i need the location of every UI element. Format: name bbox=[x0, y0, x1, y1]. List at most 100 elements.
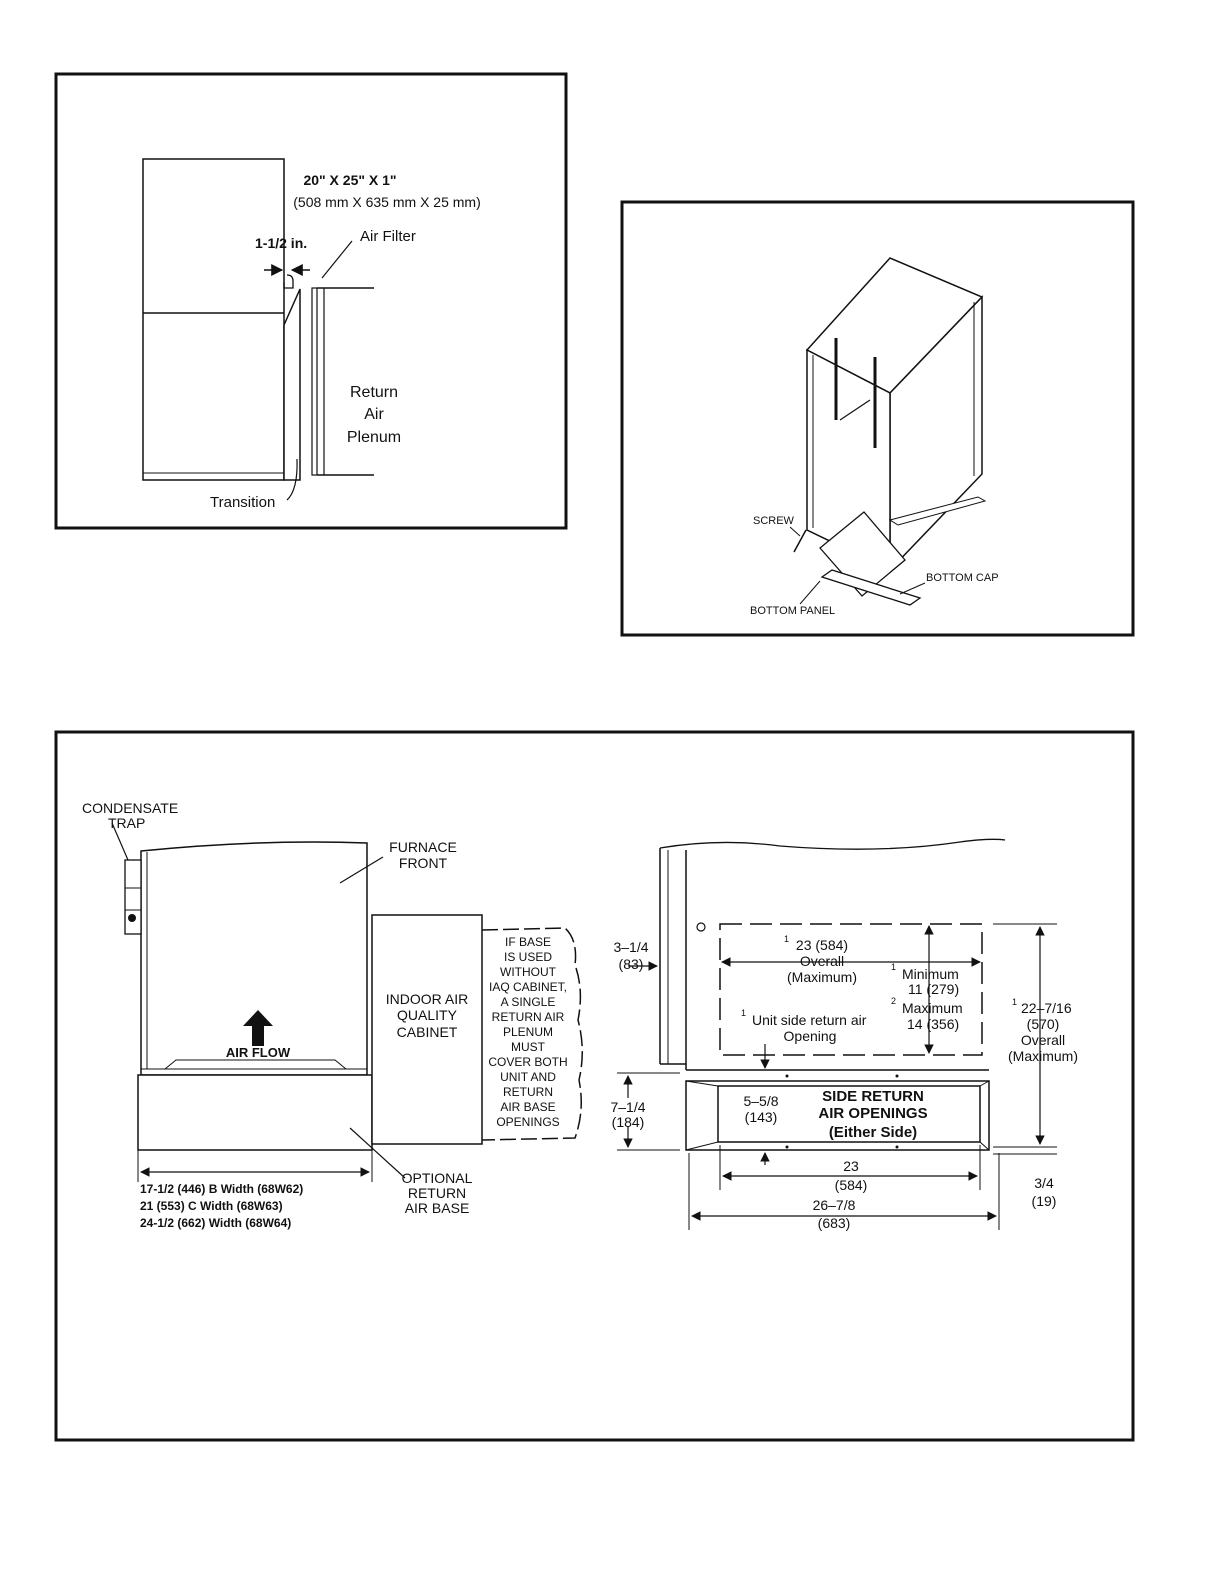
condensate-trap-label-1: CONDENSATE bbox=[82, 800, 178, 816]
figure-1-frame bbox=[54, 72, 568, 530]
rail-brace bbox=[839, 399, 871, 421]
unit-side-opening-label: Opening bbox=[784, 1028, 837, 1044]
figure-3-frame bbox=[54, 730, 1135, 1442]
dim-26-7-8-metric: (683) bbox=[818, 1215, 851, 1231]
figure-bottom-panel: SCREW BOTTOM CAP BOTTOM PANEL bbox=[620, 200, 1135, 637]
note-line-7: PLENUM bbox=[503, 1025, 553, 1039]
filter-size-label: 20" X 25" X 1" bbox=[303, 172, 396, 188]
furnace-front-label-1: FURNACE bbox=[389, 839, 457, 855]
base-corner-tr bbox=[979, 1080, 990, 1087]
transition-leader bbox=[286, 458, 298, 501]
optional-base-label-3: AIR BASE bbox=[405, 1200, 470, 1216]
dim-22-label: 22–7/16 bbox=[1021, 1000, 1072, 1016]
return-air-base bbox=[137, 1074, 373, 1151]
sup-2-maximum: 2 bbox=[891, 996, 896, 1006]
air-filter-label: Air Filter bbox=[360, 228, 416, 245]
optional-base-label-1: OPTIONAL bbox=[402, 1170, 473, 1186]
overall-23-overall: Overall bbox=[800, 953, 844, 969]
filter-size-metric: (508 mm X 635 mm X 25 mm) bbox=[293, 194, 481, 210]
note-line-2: IS USED bbox=[504, 950, 552, 964]
bottom-cap-leader bbox=[899, 582, 926, 595]
screw-dot bbox=[785, 1145, 789, 1149]
screw-dot bbox=[785, 1074, 789, 1078]
filter-clip-icon bbox=[283, 274, 294, 289]
note-line-11: RETURN bbox=[503, 1085, 553, 1099]
screw bbox=[793, 529, 807, 553]
note-line-3: WITHOUT bbox=[500, 965, 557, 979]
minimum-value: 11 (279) bbox=[908, 981, 959, 997]
dim-7-1-4-metric: (184) bbox=[612, 1114, 645, 1130]
screw-dot bbox=[895, 1145, 899, 1149]
figure-2-frame bbox=[620, 200, 1135, 637]
overall-23-label: 23 (584) bbox=[796, 937, 848, 953]
base-corner-tl bbox=[685, 1080, 719, 1087]
optional-base-label-2: RETURN bbox=[408, 1185, 466, 1201]
air-flow-arrow-icon bbox=[243, 1010, 273, 1046]
cabinet-break-line bbox=[659, 838, 1006, 850]
furnace-body bbox=[142, 158, 285, 481]
furnace-front-label-2: FRONT bbox=[399, 855, 448, 871]
unit-side-label: Unit side return air bbox=[752, 1012, 867, 1028]
screw-leader bbox=[789, 526, 801, 537]
sup-1-overall: 1 bbox=[784, 934, 789, 944]
side-return-opening bbox=[717, 1085, 981, 1143]
dim-3-1-4-metric: (83) bbox=[619, 956, 644, 972]
width-label-c: 21 (553) C Width (68W63) bbox=[140, 1199, 283, 1213]
bottom-rail bbox=[888, 496, 987, 526]
furnace-front-leader bbox=[339, 856, 384, 884]
iaq-cabinet bbox=[371, 914, 483, 1145]
furnace-bottom-channel bbox=[164, 1059, 347, 1070]
side-return-label-3: (Either Side) bbox=[829, 1124, 917, 1141]
transition bbox=[283, 288, 301, 481]
dim-3-4-metric: (19) bbox=[1032, 1193, 1057, 1209]
minimum-label: Minimum bbox=[902, 966, 959, 982]
figure-return-air-base: CONDENSATE TRAP FURNACE FRONT AIR FLOW I… bbox=[54, 730, 1135, 1442]
plenum-label-3: Plenum bbox=[347, 429, 401, 446]
dim-7-1-4-label: 7–1/4 bbox=[610, 1099, 645, 1115]
dim-5-5-8-label: 5–5/8 bbox=[743, 1093, 778, 1109]
dim-23-bottom-label: 23 bbox=[843, 1158, 859, 1174]
dim-5-5-8-metric: (143) bbox=[745, 1109, 778, 1125]
trap-fitting-cap bbox=[128, 914, 136, 922]
air-filter bbox=[311, 287, 318, 476]
iaq-label-2: QUALITY bbox=[397, 1007, 458, 1023]
iaq-label-1: INDOOR AIR bbox=[386, 991, 468, 1007]
optional-base-leader bbox=[349, 1127, 406, 1179]
bottom-panel-leader bbox=[799, 580, 821, 605]
bottom-cap-label: BOTTOM CAP bbox=[926, 572, 999, 584]
air-filter-leader bbox=[321, 240, 353, 279]
note-line-5: A SINGLE bbox=[501, 995, 556, 1009]
note-line-1: IF BASE bbox=[505, 935, 551, 949]
air-flow-label: AIR FLOW bbox=[226, 1045, 291, 1060]
base-corner-bl bbox=[685, 1141, 719, 1151]
dim-3-1-4-label: 3–1/4 bbox=[613, 939, 648, 955]
sup-1-unit-side: 1 bbox=[741, 1008, 746, 1018]
note-text: IF BASE IS USED WITHOUT IAQ CABINET, A S… bbox=[488, 935, 567, 1129]
sup-1-minimum: 1 bbox=[891, 962, 896, 972]
dim-22-maximum: (Maximum) bbox=[1008, 1048, 1078, 1064]
maximum-label: Maximum bbox=[902, 1000, 963, 1016]
trap-leader bbox=[111, 822, 129, 861]
unit-side-opening bbox=[719, 923, 983, 1056]
screw-dot bbox=[895, 1074, 899, 1078]
side-return-label-1: SIDE RETURN bbox=[822, 1088, 924, 1105]
furnace-front bbox=[140, 841, 368, 1076]
note-line-10: UNIT AND bbox=[500, 1070, 556, 1084]
dim-26-7-8-label: 26–7/8 bbox=[813, 1197, 856, 1213]
note-line-8: MUST bbox=[511, 1040, 546, 1054]
cabinet-hole bbox=[696, 922, 706, 932]
note-line-12: AIR BASE bbox=[500, 1100, 555, 1114]
gap-label: 1-1/2 in. bbox=[255, 235, 307, 251]
figure-filter-install: 20" X 25" X 1" (508 mm X 635 mm X 25 mm)… bbox=[54, 72, 568, 530]
dim-3-4-label: 3/4 bbox=[1034, 1175, 1054, 1191]
note-bracket bbox=[481, 927, 583, 1141]
plenum-label-2: Air bbox=[364, 406, 384, 423]
transition-label: Transition bbox=[210, 494, 275, 511]
dim-22-overall: Overall bbox=[1021, 1032, 1065, 1048]
note-line-9: COVER BOTH bbox=[488, 1055, 567, 1069]
iaq-label-3: CABINET bbox=[397, 1024, 458, 1040]
maximum-value: 14 (356) bbox=[907, 1016, 959, 1032]
dim-22-metric: (570) bbox=[1027, 1016, 1060, 1032]
width-label-b: 17-1/2 (446) B Width (68W62) bbox=[140, 1182, 303, 1196]
